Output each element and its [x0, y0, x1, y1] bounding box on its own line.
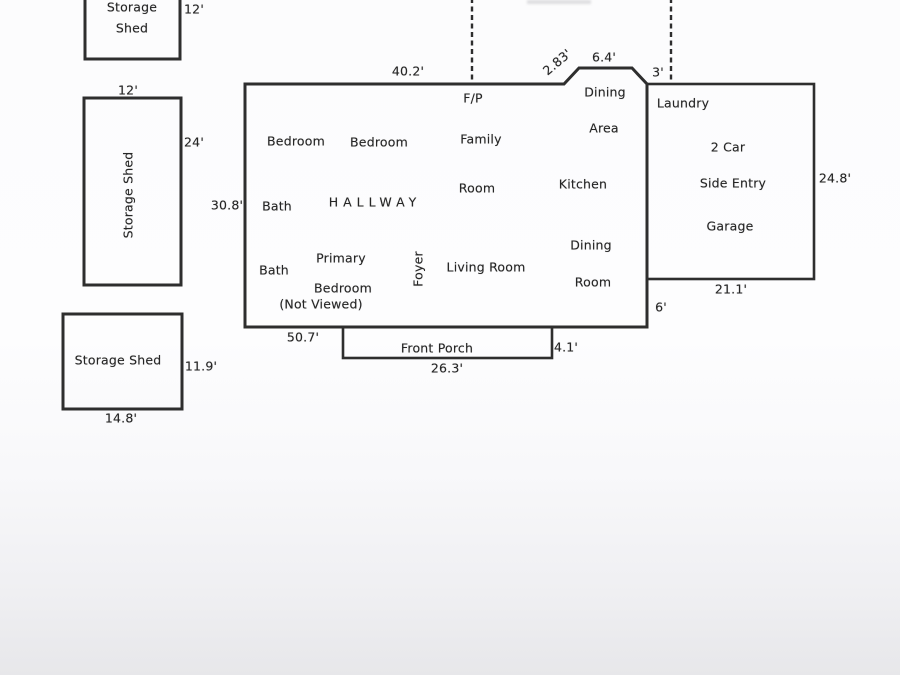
room-label-family-1: Family — [460, 131, 502, 147]
room-label-dining-area-2: Area — [589, 120, 619, 136]
shed-top-label-line1: Storage — [106, 0, 158, 15]
shed-bottom-dim-right: 11.9' — [184, 358, 218, 374]
room-label-hallway: HALLWAY — [328, 194, 422, 210]
room-label-primary-2: Bedroom — [314, 280, 372, 296]
garage-label-line3: Garage — [706, 218, 754, 234]
room-label-family-2: Room — [458, 180, 496, 196]
room-label-bedroom-1: Bedroom — [267, 133, 325, 149]
garage-dim-right: 24.8' — [818, 170, 852, 186]
shed-middle-outline — [82, 96, 183, 287]
house-dim-nook-top: 6.4' — [591, 49, 617, 65]
house-dim-right-lower: 6' — [655, 299, 667, 315]
room-label-dining-area-1: Dining — [584, 84, 626, 100]
room-label-primary-3: (Not Viewed) — [279, 296, 363, 312]
shed-top-dim-right: 12' — [184, 1, 204, 17]
shed-middle-label: Storage Shed — [120, 151, 136, 239]
porch-dim-bottom: 26.3' — [430, 360, 464, 376]
shed-top-outline — [83, 0, 182, 61]
room-label-dining-room-1: Dining — [570, 237, 612, 253]
room-label-primary-1: Primary — [316, 250, 366, 266]
shed-middle-dim-right: 24' — [184, 134, 204, 150]
shed-middle-dim-top: 12' — [118, 82, 138, 98]
garage-dim-bottom: 21.1' — [714, 281, 748, 297]
room-label-kitchen: Kitchen — [558, 176, 608, 192]
room-label-fireplace: F/P — [463, 90, 483, 106]
room-label-laundry: Laundry — [656, 95, 710, 111]
house-dim-left: 30.8' — [210, 197, 244, 213]
room-label-foyer: Foyer — [410, 251, 426, 287]
room-label-dining-room-2: Room — [574, 274, 612, 290]
shed-bottom-label: Storage Shed — [74, 352, 162, 368]
room-label-bath-lower: Bath — [259, 262, 289, 278]
porch-outline — [341, 325, 554, 360]
shed-bottom-dim-bottom: 14.8' — [104, 410, 138, 426]
house-dim-top: 40.2' — [391, 63, 425, 79]
room-label-bath-upper: Bath — [262, 198, 292, 214]
shed-bottom-outline — [61, 312, 184, 411]
house-dim-nook-right: 3' — [652, 64, 664, 80]
garage-outline — [645, 82, 816, 281]
room-label-bedroom-2: Bedroom — [350, 134, 408, 150]
shed-top-label-line2: Shed — [115, 20, 149, 36]
garage-label-line2: Side Entry — [699, 175, 767, 191]
porch-dim-right: 4.1' — [553, 339, 579, 355]
room-label-living-room: Living Room — [446, 259, 526, 275]
porch-label: Front Porch — [400, 340, 474, 356]
house-dim-bottom: 50.7' — [286, 329, 320, 345]
cropped-text-artifact — [527, 0, 591, 4]
garage-label-line1: 2 Car — [710, 139, 746, 155]
house-outline — [243, 66, 649, 329]
